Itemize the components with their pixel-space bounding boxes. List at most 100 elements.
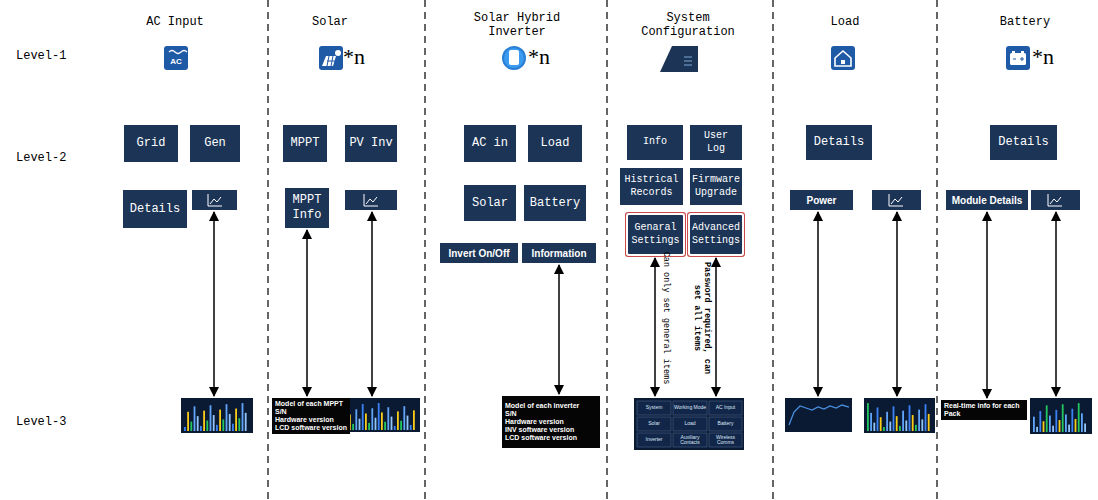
- box-text: INV software version: [505, 426, 574, 434]
- chart-bar: [407, 416, 409, 430]
- chart-bar: [867, 403, 869, 431]
- chart-bar: [219, 410, 221, 431]
- chart-bar: [371, 408, 373, 430]
- icon-text: AC: [164, 57, 188, 66]
- chart-bar: [1033, 417, 1035, 432]
- menu-box: Genaral Settings: [628, 215, 683, 254]
- box-text: Load: [541, 136, 570, 151]
- double-arrow: [558, 265, 560, 394]
- double-arrows: [214, 212, 1056, 396]
- chart-bar: [226, 404, 228, 431]
- chart-bar: [1068, 425, 1070, 432]
- box-text: Advanced Settings: [692, 222, 740, 247]
- chart-bar: [1078, 403, 1080, 432]
- menu-box: Module Details: [946, 190, 1028, 210]
- menu-box: Information: [522, 243, 596, 263]
- box-text: Hardware version: [275, 416, 334, 424]
- table-cell: AC Input: [709, 401, 742, 415]
- chart-bar: [918, 410, 920, 431]
- chart-bar: [1049, 416, 1051, 432]
- inverter-icon: [502, 46, 526, 70]
- table-cell: Load: [673, 417, 707, 431]
- box-text: Genaral Settings: [631, 222, 680, 247]
- menu-box: Details: [806, 125, 872, 160]
- solar-icon: [319, 46, 343, 70]
- chart-bar: [873, 423, 875, 431]
- settings-screenshot: [634, 398, 744, 450]
- chart-bar: [1055, 410, 1057, 432]
- box-text: MPPT: [291, 136, 320, 151]
- box-text: Grid: [137, 136, 166, 151]
- chart-bar: [925, 404, 927, 431]
- box-text: AC in: [472, 136, 508, 151]
- chart-bar: [883, 427, 885, 431]
- chart-bar: [1043, 421, 1045, 432]
- chart-bar: [403, 406, 405, 430]
- menu-box: Invert On/Off: [440, 243, 518, 263]
- double-arrow: [986, 212, 988, 398]
- chart-bar: [194, 406, 196, 431]
- box-text: Battery: [530, 196, 580, 211]
- chart-bar: [1084, 423, 1086, 432]
- arrow-note: Password required, can set all items: [691, 252, 711, 384]
- box-text: User Log: [693, 130, 739, 155]
- box-text: Histrical Records: [623, 174, 680, 199]
- menu-box: Firmware Upgrade: [690, 168, 742, 205]
- chart-bar: [190, 422, 192, 431]
- chart-bar: [1071, 409, 1073, 432]
- chart-bar: [355, 409, 357, 430]
- table-cell: Auxiliary Contacts: [673, 433, 707, 447]
- chart-bar: [206, 420, 208, 431]
- chart-bar: [1075, 419, 1077, 432]
- label: Load: [795, 16, 895, 30]
- column-dividers: [268, 0, 937, 500]
- box-text: Hardware version: [505, 418, 564, 426]
- chart-bar: [187, 412, 189, 431]
- box-text: Information: [532, 248, 587, 259]
- menu-box: Grid: [124, 125, 178, 162]
- menu-box: Gen: [190, 125, 240, 162]
- chart-bar: [1062, 404, 1064, 432]
- box-text: Real-time info for each Pack: [944, 402, 1024, 418]
- chart-bar: [410, 425, 412, 430]
- label: System Configuration: [628, 12, 748, 40]
- chart-bar: [1052, 426, 1054, 432]
- box-text: LCD software version: [275, 424, 347, 432]
- chart-bar: [213, 415, 215, 431]
- chart-bar: [877, 407, 879, 431]
- menu-box: Solar: [464, 185, 516, 221]
- label: Solar Hybrid Inverter: [462, 12, 572, 40]
- battery-icon: [1006, 46, 1030, 70]
- chart-bar: [368, 423, 370, 430]
- chart-bar: [359, 419, 361, 430]
- menu-box: Load: [528, 125, 582, 162]
- menu-box: Power: [790, 190, 853, 210]
- chart-bar: [928, 414, 930, 431]
- chart-bar: [880, 417, 882, 431]
- table-cell: Solar: [637, 417, 671, 431]
- chart-bar: [921, 419, 923, 431]
- config-icon: [660, 46, 698, 72]
- chart-bar: [232, 424, 234, 431]
- menu-box: MPPT: [283, 125, 327, 162]
- chart-bar: [893, 406, 895, 431]
- screenshot-cells: [637, 401, 742, 447]
- label: Level-1: [16, 50, 86, 64]
- info-box: Model of each MPPTS/NHardware versionLCD…: [272, 398, 350, 434]
- menu-box: Battery: [524, 185, 586, 221]
- chart-bar: [1081, 413, 1083, 432]
- chart-bar: [387, 407, 389, 430]
- chart-bar: [1059, 420, 1061, 432]
- table-cell: Working Mode: [673, 401, 707, 415]
- menu-box: AC in: [464, 125, 516, 162]
- chart-bar: [203, 411, 205, 431]
- chart-bar: [912, 415, 914, 431]
- chart-bar: [352, 424, 354, 430]
- box-text: Solar: [472, 196, 508, 211]
- box-text: PV Inv: [349, 136, 392, 151]
- chart-bar: [222, 419, 224, 431]
- menu-box: PV Inv: [345, 125, 397, 162]
- box-text: Module Details: [952, 195, 1023, 206]
- box-text: MPPT Info: [288, 193, 326, 223]
